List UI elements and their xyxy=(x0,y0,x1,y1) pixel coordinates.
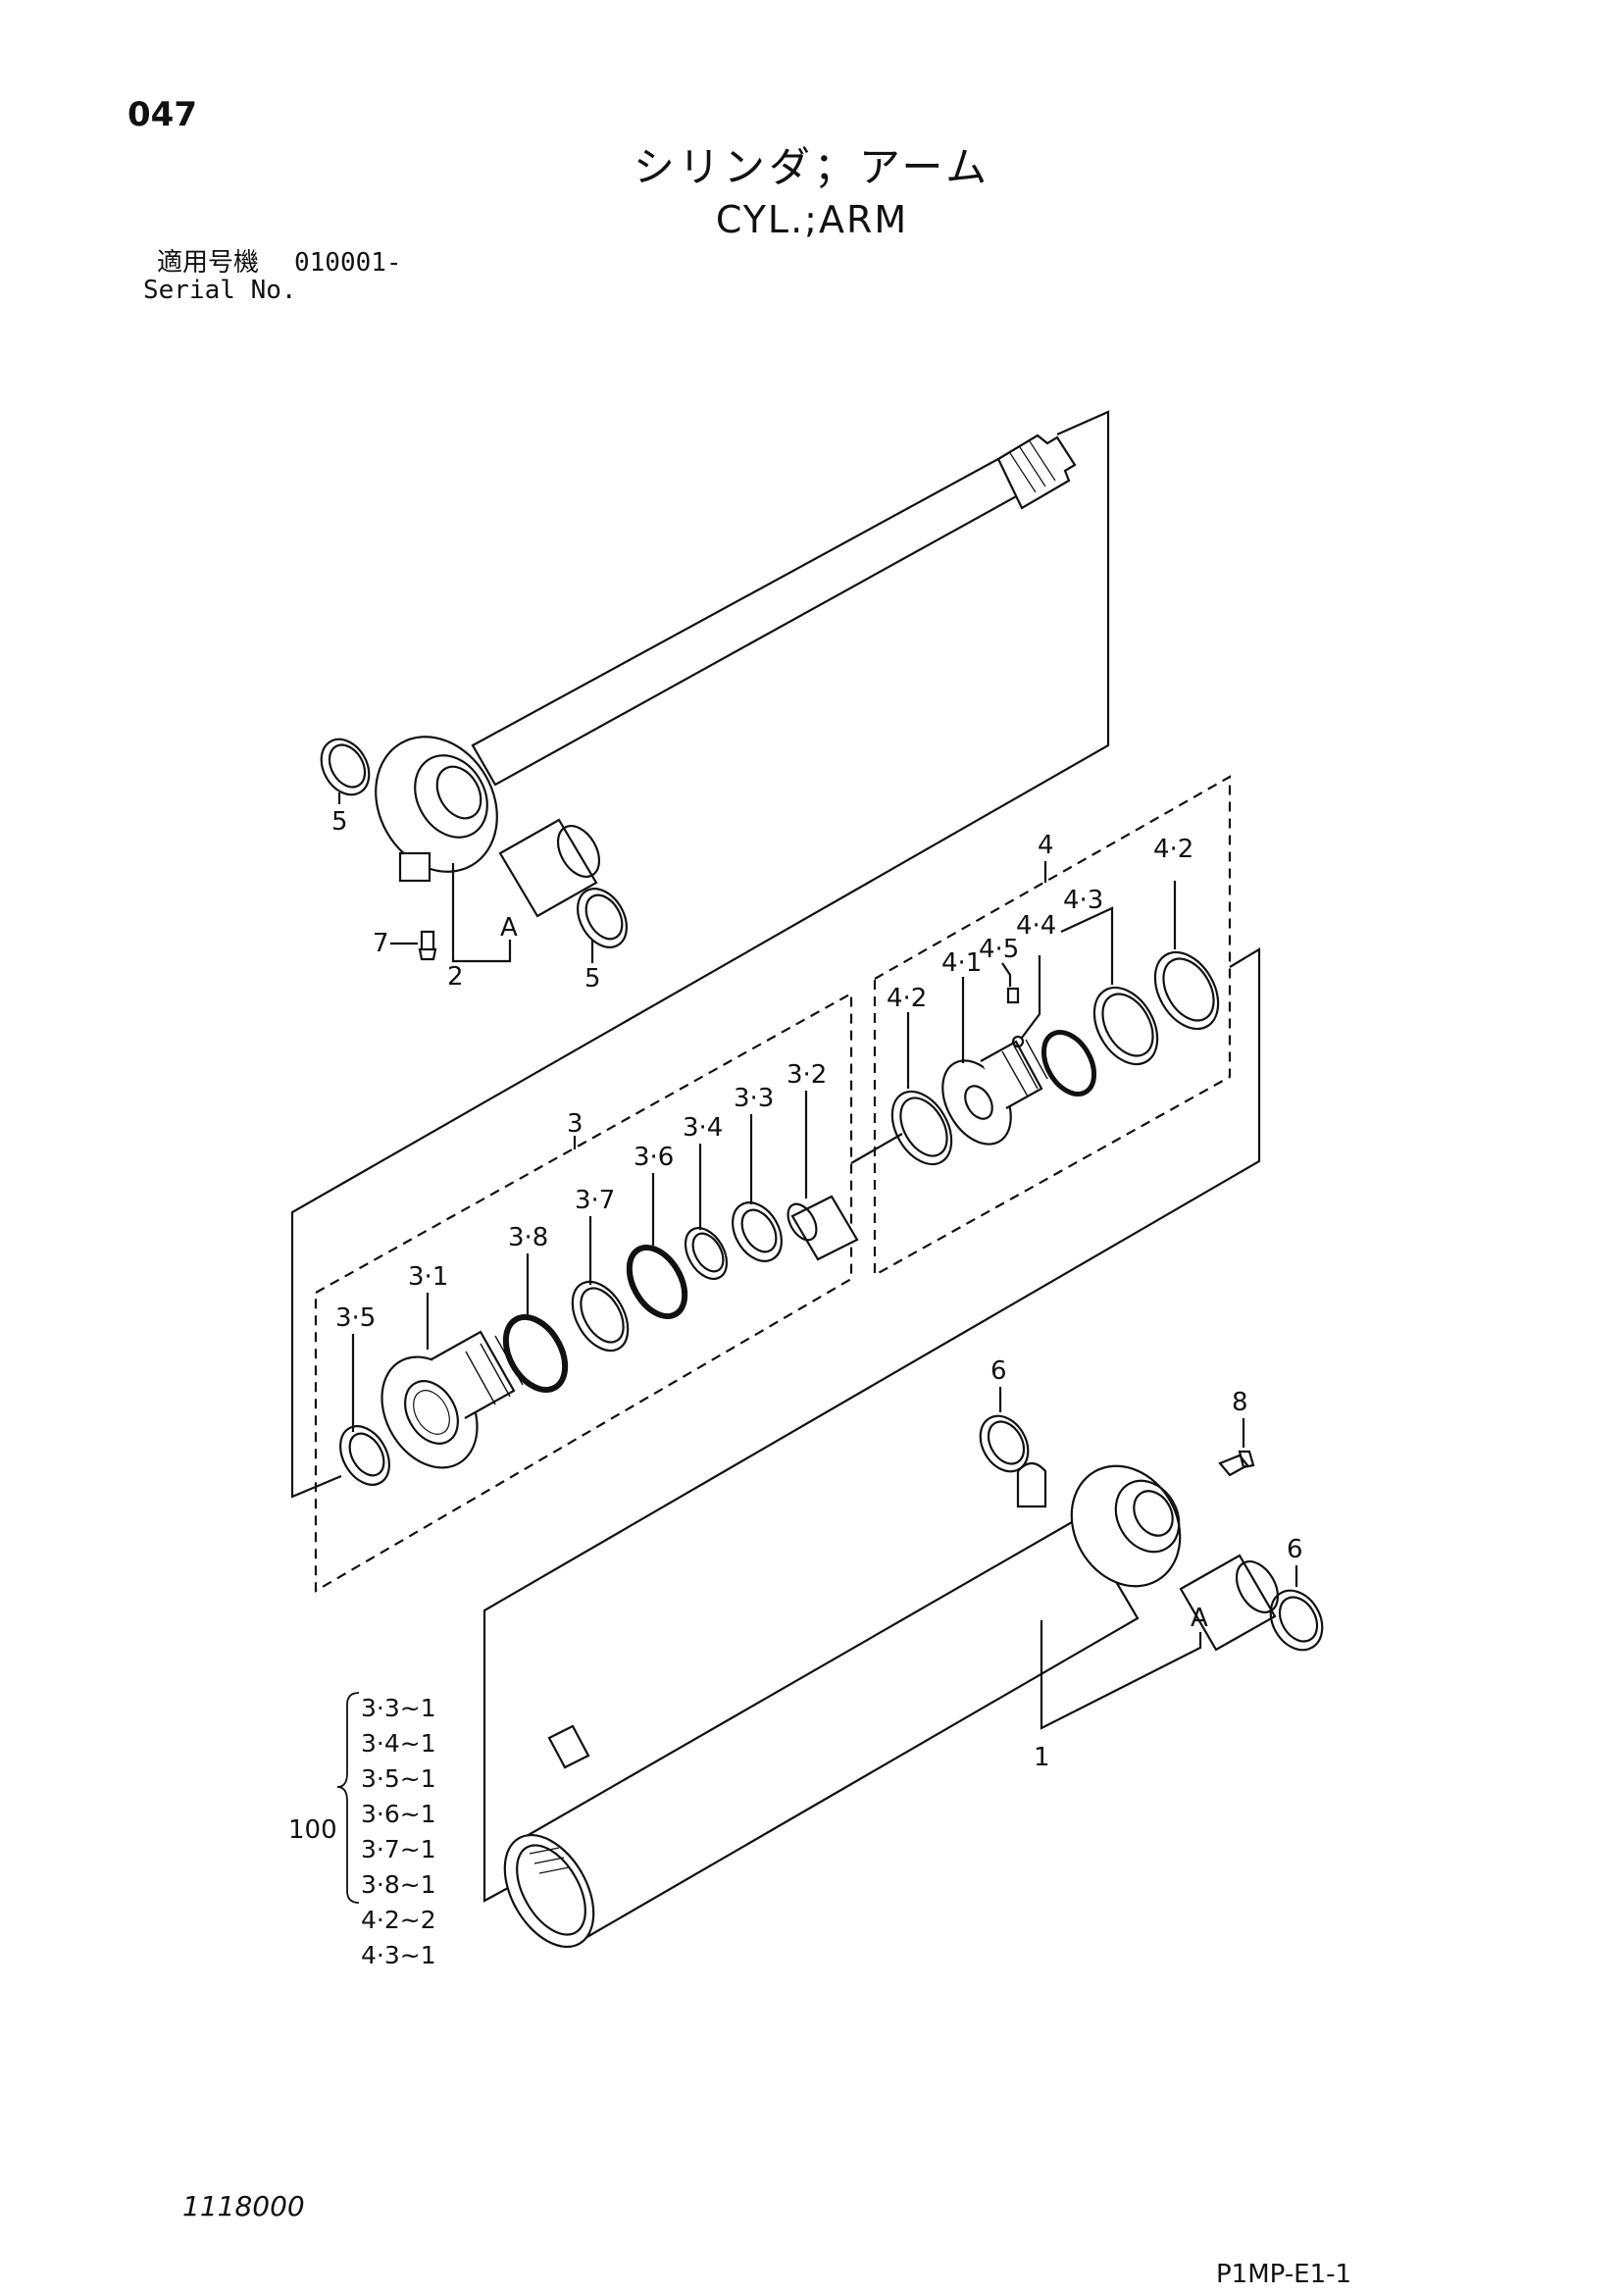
callout-labels: 5 7 2 A 5 3 3·2 3·3 3·4 3·6 3·7 3·8 3·1 … xyxy=(288,807,1303,1969)
callout-head-group: 3 xyxy=(567,1109,584,1139)
piston-group-frame xyxy=(873,775,1232,1277)
title-japanese: シリンダ；アーム xyxy=(633,143,991,191)
head-ring-3-4 xyxy=(684,1227,729,1280)
tube-fitting xyxy=(1218,1450,1255,1477)
callout-rod-bushing: A xyxy=(500,913,518,943)
tube-frame-line xyxy=(482,947,1261,1903)
head-ring-3-6 xyxy=(626,1244,688,1320)
piston-group xyxy=(873,775,1232,1277)
callout-head-ring-3-7: 3·7 xyxy=(575,1186,615,1215)
head-ring-3-7 xyxy=(571,1280,630,1352)
callout-piston-ring-4-2-left: 4·2 xyxy=(887,984,927,1013)
callout-piston-ring-4-3: 4·3 xyxy=(1063,886,1103,915)
callout-piston-ring-4-2-right: 4·2 xyxy=(1153,835,1193,864)
callout-tube-bushing: A xyxy=(1191,1604,1208,1633)
rod-seal-left xyxy=(320,738,371,796)
cylinder-tube xyxy=(518,1516,1140,1944)
callout-grease-fitting: 7 xyxy=(373,929,389,958)
piston-ball xyxy=(1011,1035,1025,1048)
piston-ring-4-4 xyxy=(1040,1030,1097,1097)
callout-piston: 4·1 xyxy=(941,948,982,978)
rod-bushing xyxy=(498,818,598,918)
callout-head-bushing: 3·2 xyxy=(787,1060,827,1090)
serial-label-english: Serial No. xyxy=(143,276,297,305)
callout-head-ring-3-8: 3·8 xyxy=(508,1223,548,1252)
tube-seal-left xyxy=(979,1414,1030,1473)
seal-kit-item: 3·6~1 xyxy=(361,1800,436,1828)
callout-head-ring-3-4: 3·4 xyxy=(683,1113,723,1143)
grease-fitting xyxy=(418,930,437,961)
callout-piston-ring-4-4: 4·4 xyxy=(1016,911,1056,941)
tube-eye xyxy=(1070,1464,1182,1588)
seal-kit-number: 100 xyxy=(288,1815,337,1845)
head-ring-3-8 xyxy=(502,1314,569,1393)
seal-kit-item: 3·5~1 xyxy=(361,1764,436,1793)
drawing-number: 1118000 xyxy=(182,2190,305,2222)
rod-seal-right xyxy=(577,888,628,948)
serial-label-japanese: 適用号機 xyxy=(157,248,260,278)
head-group-frame xyxy=(314,992,853,1593)
seal-kit-item: 3·8~1 xyxy=(361,1870,436,1899)
seal-kit-item: 3·3~1 xyxy=(361,1694,436,1722)
seal-kit-brace xyxy=(336,1692,360,1904)
rod-eye xyxy=(375,736,498,873)
piston-rod xyxy=(471,457,1022,787)
callout-head-ring-3-6: 3·6 xyxy=(634,1143,674,1172)
callout-piston-group: 4 xyxy=(1038,831,1054,860)
seal-kit-item: 4·3~1 xyxy=(361,1941,436,1969)
tube-port-rear xyxy=(547,1724,590,1769)
tube-assembly xyxy=(482,947,1324,1949)
callout-tube-seal-left: 6 xyxy=(990,1356,1007,1386)
callout-tube-fitting: 8 xyxy=(1232,1388,1248,1417)
callout-head-ring-3-3: 3·3 xyxy=(734,1084,774,1113)
tube-bushing xyxy=(1179,1554,1277,1652)
piston-screw xyxy=(1006,987,1020,1004)
seal-kit-item: 3·7~1 xyxy=(361,1835,436,1863)
serial-value: 010001- xyxy=(294,248,402,278)
head-ring-3-5 xyxy=(339,1425,390,1486)
rod-thread xyxy=(996,434,1077,510)
piston-ring-4-3 xyxy=(1092,986,1159,1066)
callout-tube: 1 xyxy=(1034,1743,1050,1772)
callout-rod-seal-right: 5 xyxy=(584,964,601,994)
callout-rod-seal-left: 5 xyxy=(331,807,348,837)
tube-seal-right xyxy=(1269,1589,1324,1652)
callout-piston-screw: 4·5 xyxy=(979,935,1019,964)
callout-rod: 2 xyxy=(447,962,464,992)
callout-head: 3·1 xyxy=(408,1262,448,1292)
rod-frame-line xyxy=(290,410,1110,1499)
page-number: 047 xyxy=(127,95,197,134)
title-english: CYL.;ARM xyxy=(715,198,909,241)
rod-assembly xyxy=(290,410,1110,1499)
tube-port-front xyxy=(1016,1461,1047,1508)
seal-kit-item: 4·2~2 xyxy=(361,1906,436,1934)
head-group xyxy=(314,992,903,1593)
piston-ring-4-2-right xyxy=(1153,950,1220,1031)
seal-kit-item: 3·4~1 xyxy=(361,1729,436,1758)
callout-head-ring-3-5: 3·5 xyxy=(335,1303,376,1333)
piston-ring-4-2-left xyxy=(890,1090,953,1166)
head-ring-3-3 xyxy=(732,1201,783,1262)
page-code: P1MP-E1-1 xyxy=(1216,2260,1352,2289)
callout-tube-seal-right: 6 xyxy=(1287,1535,1303,1564)
